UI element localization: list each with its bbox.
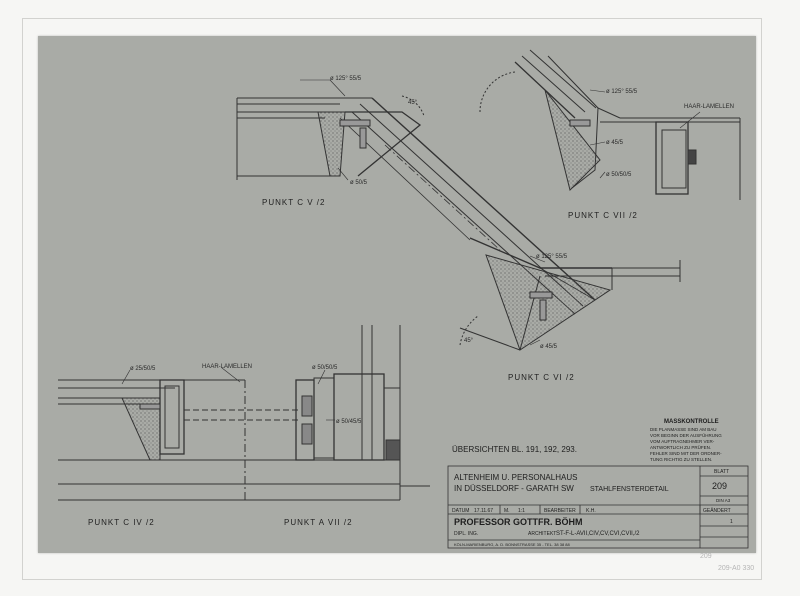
c5-dim-top: ø 125° 55/5 (330, 76, 362, 82)
c6-title: PUNKT C VI /2 (508, 373, 575, 382)
massk-title: MASSKONTROLLE (664, 419, 719, 425)
bearbeiter: K.H. (586, 508, 596, 514)
massk-line: VOM AUFTRAGNEHMER VER- (650, 439, 715, 444)
detail-c7 (479, 49, 741, 200)
architect: PROFESSOR GOTTFR. BÖHM (454, 517, 583, 527)
archive-mark: 209-A0 330 (718, 565, 754, 572)
c5-title: PUNKT C V /2 (262, 198, 325, 207)
blatt-label: BLATT (714, 469, 729, 475)
scale-label: M. (504, 508, 510, 514)
scale: 1:1 (518, 508, 525, 514)
c4-label: HAAR-LAMELLEN (202, 364, 252, 370)
datum-label: DATUM (452, 508, 469, 514)
title-block (447, 465, 749, 549)
massk-line: FEHLER SIND MIT DER ORDNER- (650, 451, 722, 456)
bearbeiter-label: BEARBEITER (544, 508, 576, 514)
massk-line: DIE PLANMASSE SIND AM BAU (650, 427, 717, 432)
massk-line: ANTWORTLICH ZU PRÜFEN. (650, 444, 711, 450)
massk-line: VOR BEGINN DER AUSFÜHRUNG (650, 432, 722, 438)
project-line1: ALTENHEIM U. PERSONALHAUS (454, 473, 577, 482)
c7-dim-bottom: ø 50/50/5 (606, 172, 632, 178)
detail-c4-a7 (58, 325, 430, 501)
a7-dim-mid: ø 50/45/5 (336, 419, 362, 425)
subject: STAHLFENSTERDETAIL (590, 486, 669, 493)
architect-sub: DIPL. ING. (454, 531, 478, 537)
c5-angle: 45° (408, 100, 418, 106)
c6-dim-top: ø 125° 55/5 (536, 254, 568, 260)
c7-dim-top: ø 125° 55/5 (606, 89, 638, 95)
masskontrolle: MASSKONTROLLE DIE PLANMASSE SIND AM BAU … (650, 419, 722, 462)
c6-dim-bottom: ø 45/5 (540, 344, 558, 350)
page-number-mark: 209 (700, 553, 712, 560)
page-border (22, 18, 762, 580)
index-label: GEÄNDERT (703, 507, 731, 514)
blatt-number: 209 (712, 481, 727, 491)
massk-line: TUNG RICHTIG ZU STELLEN. (650, 457, 712, 462)
c7-title: PUNKT C VII /2 (568, 211, 638, 220)
datum: 17.11.67 (474, 508, 493, 514)
a7-dim-top: ø 50/50/5 (312, 365, 338, 371)
c6-angle: 45° (464, 338, 474, 344)
blatt-sub: DIN A3 (716, 498, 731, 503)
address: KÖLN-MARIENBURG, A. D. BONNSTRASSE 35 - … (454, 542, 571, 547)
c4-title: PUNKT C IV /2 (88, 518, 155, 527)
c7-dim-mid: ø 45/5 (606, 140, 624, 146)
small-num: 1 (730, 519, 733, 525)
a7-title: PUNKT A VII /2 (284, 518, 353, 527)
c4-dim-left: ø 25/50/5 (130, 366, 156, 372)
c5-dim-bottom: ø 50/5 (350, 180, 368, 186)
detail-c6 (459, 237, 681, 351)
detail-c5 (236, 79, 596, 315)
architekt-label: ARCHITEKT (528, 531, 556, 537)
c7-label: HAAR-LAMELLEN (684, 104, 734, 110)
center-line (384, 144, 501, 251)
overview-note: ÜBERSICHTEN BL. 191, 192, 293. (452, 445, 577, 454)
drawing-ref: ST-F-L-AVII,CIV,CV,CVI,CVII,/2 (556, 531, 640, 537)
project-line2: IN DÜSSELDORF - GARATH SW (454, 484, 574, 493)
